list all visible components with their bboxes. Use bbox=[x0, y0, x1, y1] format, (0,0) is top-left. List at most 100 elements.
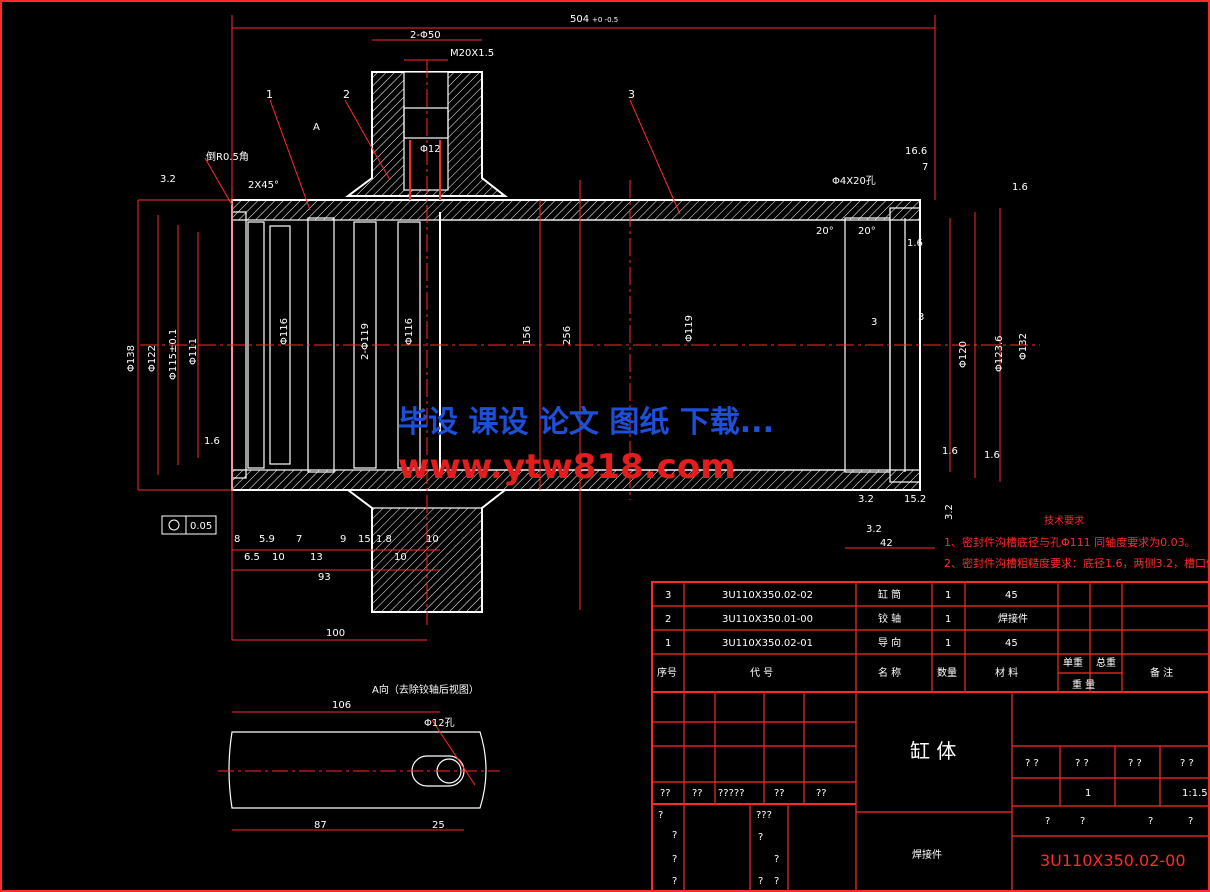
tolerance-frame: 0.05 bbox=[161, 515, 217, 535]
dim-b18: 1.8 bbox=[376, 534, 392, 545]
bom-row-2-name: 铰 轴 bbox=[878, 612, 901, 625]
tb-scale: 1:1.5 bbox=[1182, 788, 1208, 799]
bom-row-3-name: 导 向 bbox=[878, 636, 901, 649]
tb-q6: ? bbox=[1045, 816, 1050, 827]
dim-d120: Φ120 bbox=[958, 341, 969, 368]
dim-b65: 6.5 bbox=[244, 552, 260, 563]
dim-b8: 8 bbox=[234, 534, 240, 545]
dim-rough-32c: 3.2 bbox=[944, 504, 955, 520]
dim-32: 3.2 bbox=[858, 494, 874, 505]
dim-overall-tol: +0 -0.5 bbox=[592, 16, 618, 24]
dim-3a: 3 bbox=[871, 317, 877, 328]
tb-m3: ? bbox=[672, 854, 677, 865]
balloon-3: 3 bbox=[628, 88, 635, 101]
tb-m4: ? bbox=[672, 876, 677, 887]
groove-6 bbox=[397, 221, 421, 469]
bom-header-total-weight: 总重 bbox=[1096, 656, 1116, 669]
wall-top-hatch bbox=[231, 199, 921, 221]
dim-106: 106 bbox=[332, 700, 351, 711]
dim-roughness-left: 3.2 bbox=[160, 174, 176, 185]
dim-b93: 93 bbox=[318, 572, 331, 583]
dim-angle-b: 20° bbox=[858, 226, 876, 237]
dim-overall-length: 504 bbox=[570, 14, 589, 25]
tb-sig5: ?? bbox=[816, 788, 827, 799]
dim-152: 15.2 bbox=[904, 494, 926, 505]
dim-256: 256 bbox=[562, 326, 573, 345]
tb-m2: ? bbox=[672, 830, 677, 841]
tb-q5: ? ? bbox=[1180, 758, 1194, 769]
bom-row-2-material: 焊接件 bbox=[998, 612, 1028, 625]
tb-q2: ? ? bbox=[1025, 758, 1039, 769]
view-a-title: A向（去除铰轴后视图） bbox=[372, 683, 479, 696]
bom-header-no: 序号 bbox=[657, 666, 677, 679]
dim-angle-a: 20° bbox=[816, 226, 834, 237]
dim-156: 156 bbox=[522, 326, 533, 345]
centerlines bbox=[137, 15, 1040, 641]
tb-m8: ? bbox=[758, 876, 763, 887]
bom-row-2-code: 3U110X350.01-00 bbox=[722, 614, 813, 625]
top-thread bbox=[403, 107, 449, 139]
watermark-line-2: www.ytw818.com bbox=[398, 447, 736, 487]
tb-m1: ? bbox=[658, 810, 663, 821]
bom-row-2-qty: 1 bbox=[945, 614, 951, 625]
view-a-outline bbox=[228, 731, 487, 809]
bom-row-1-material: 45 bbox=[1005, 590, 1018, 601]
balloon-1: 1 bbox=[266, 88, 273, 101]
technical-notes: 技术要求 1、密封件沟槽底径与孔Φ111 同轴度要求为0.03。 2、密封件沟槽… bbox=[944, 514, 1210, 570]
dim-b10c: 10 bbox=[394, 552, 407, 563]
bom-header-name: 名 称 bbox=[878, 666, 901, 679]
dim-rough-16e: 1.6 bbox=[984, 450, 1000, 461]
dim-16-6: 16.6 bbox=[905, 146, 927, 157]
part-name: 缸 体 bbox=[910, 739, 956, 763]
dim-d119r: Φ119 bbox=[684, 315, 695, 342]
bom-row-1-qty: 1 bbox=[945, 590, 951, 601]
dim-d115: Φ115±0.1 bbox=[168, 329, 179, 380]
dim-3b: 3 bbox=[918, 312, 924, 323]
dim-42: 42 bbox=[880, 538, 893, 549]
dim-slot: Φ4X20孔 bbox=[832, 175, 876, 187]
tb-sig1: ?? bbox=[660, 788, 671, 799]
main-view bbox=[231, 71, 921, 613]
notes-title: 技术要求 bbox=[1044, 514, 1084, 527]
dim-d119: 2-Φ119 bbox=[360, 323, 371, 360]
bom-header-unit-weight: 单重 bbox=[1063, 656, 1083, 669]
dim-boss-dia: 2-Φ50 bbox=[410, 30, 441, 41]
dim-d123: Φ123.6 bbox=[994, 336, 1005, 373]
dim-b13: 13 bbox=[310, 552, 323, 563]
watermark-line-1: 毕设 课设 论文 图纸 下载... bbox=[398, 405, 774, 440]
dim-d116b: Φ116 bbox=[404, 318, 415, 345]
dim-view-a: A bbox=[313, 122, 320, 133]
tb-sig3: ????? bbox=[718, 788, 745, 799]
dim-chamfer: 2X45° bbox=[248, 180, 279, 191]
tb-q3: ? ? bbox=[1075, 758, 1089, 769]
dim-d116a: Φ116 bbox=[279, 318, 290, 345]
tb-m6: ? bbox=[758, 832, 763, 843]
bom-header-remark: 备 注 bbox=[1150, 666, 1173, 679]
tb-q7: ? bbox=[1080, 816, 1085, 827]
bom-text: 3 3U110X350.02-02 缸 筒 1 45 2 3U110X350.0… bbox=[657, 588, 1173, 691]
dim-d111: Φ111 bbox=[188, 338, 199, 365]
bom-row-2-no: 2 bbox=[665, 614, 671, 625]
bom-row-3-qty: 1 bbox=[945, 638, 951, 649]
dim-b10: 10 bbox=[426, 534, 439, 545]
dim-b100: 100 bbox=[326, 628, 345, 639]
dim-d122: Φ122 bbox=[147, 345, 158, 372]
dim-25: 25 bbox=[432, 820, 445, 831]
part-material: 焊接件 bbox=[912, 848, 942, 861]
dim-rough-16c: 1.6 bbox=[204, 436, 220, 447]
bom-row-1-name: 缸 筒 bbox=[878, 588, 901, 601]
bom-row-3-no: 1 bbox=[665, 638, 671, 649]
dim-b10b: 10 bbox=[272, 552, 285, 563]
dim-d132: Φ132 bbox=[1018, 333, 1029, 360]
drawing-number: 3U110X350.02-00 bbox=[1040, 851, 1186, 870]
dim-hole: Φ12 bbox=[420, 144, 441, 155]
bom-row-3-material: 45 bbox=[1005, 638, 1018, 649]
tb-m5: ??? bbox=[756, 810, 772, 821]
tb-sig2: ?? bbox=[692, 788, 703, 799]
dim-hole-12: Φ12孔 bbox=[424, 717, 455, 729]
dim-thread: M20X1.5 bbox=[450, 48, 494, 59]
bom-header-code: 代 号 bbox=[750, 667, 773, 679]
dim-b7: 7 bbox=[296, 534, 302, 545]
